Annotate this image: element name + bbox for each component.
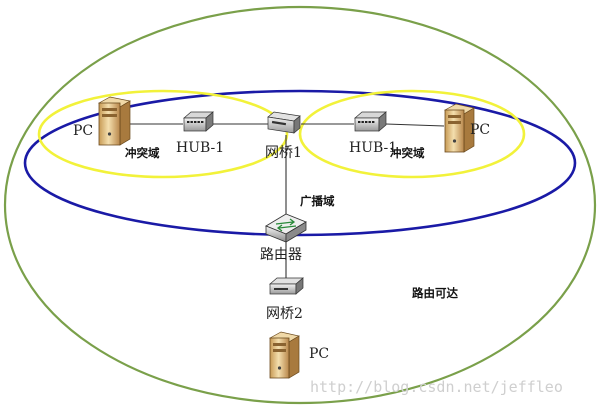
collision-domain-right-ellipse [298,89,526,179]
pc-right-label: PC [470,122,490,138]
hub-right-label: HUB-1 [349,140,397,156]
collision-domain-right-label: 冲突域 [390,146,425,160]
pc-bottom-label: PC [309,346,329,362]
bridge1-label: 网桥1 [265,145,302,161]
router-icon [265,213,307,243]
collision-domain-left-ellipse [37,89,289,179]
collision-domain-left-label: 冲突域 [125,146,160,160]
routable-domain-label: 路由可达 [412,286,458,300]
broadcast-domain-label: 广播域 [300,194,335,208]
link-hub-right-pc-right [385,123,445,127]
watermark-text: http://blog.csdn.net/jeffleo [310,378,563,396]
hub-right-icon [354,111,387,132]
router-label: 路由器 [260,247,302,263]
pc-left-icon [97,96,131,146]
bridge2-icon [269,277,304,295]
hub-left-label: HUB-1 [176,140,224,156]
pc-bottom-icon [268,331,300,379]
pc-left-label: PC [73,123,93,139]
pc-right-icon [443,103,475,153]
bridge1-icon [267,111,301,134]
links [128,123,445,280]
bridge2-label: 网桥2 [266,306,303,322]
routable-domain-ellipse [3,5,597,405]
broadcast-domain-ellipse [23,89,577,237]
hub-left-icon [183,111,214,132]
